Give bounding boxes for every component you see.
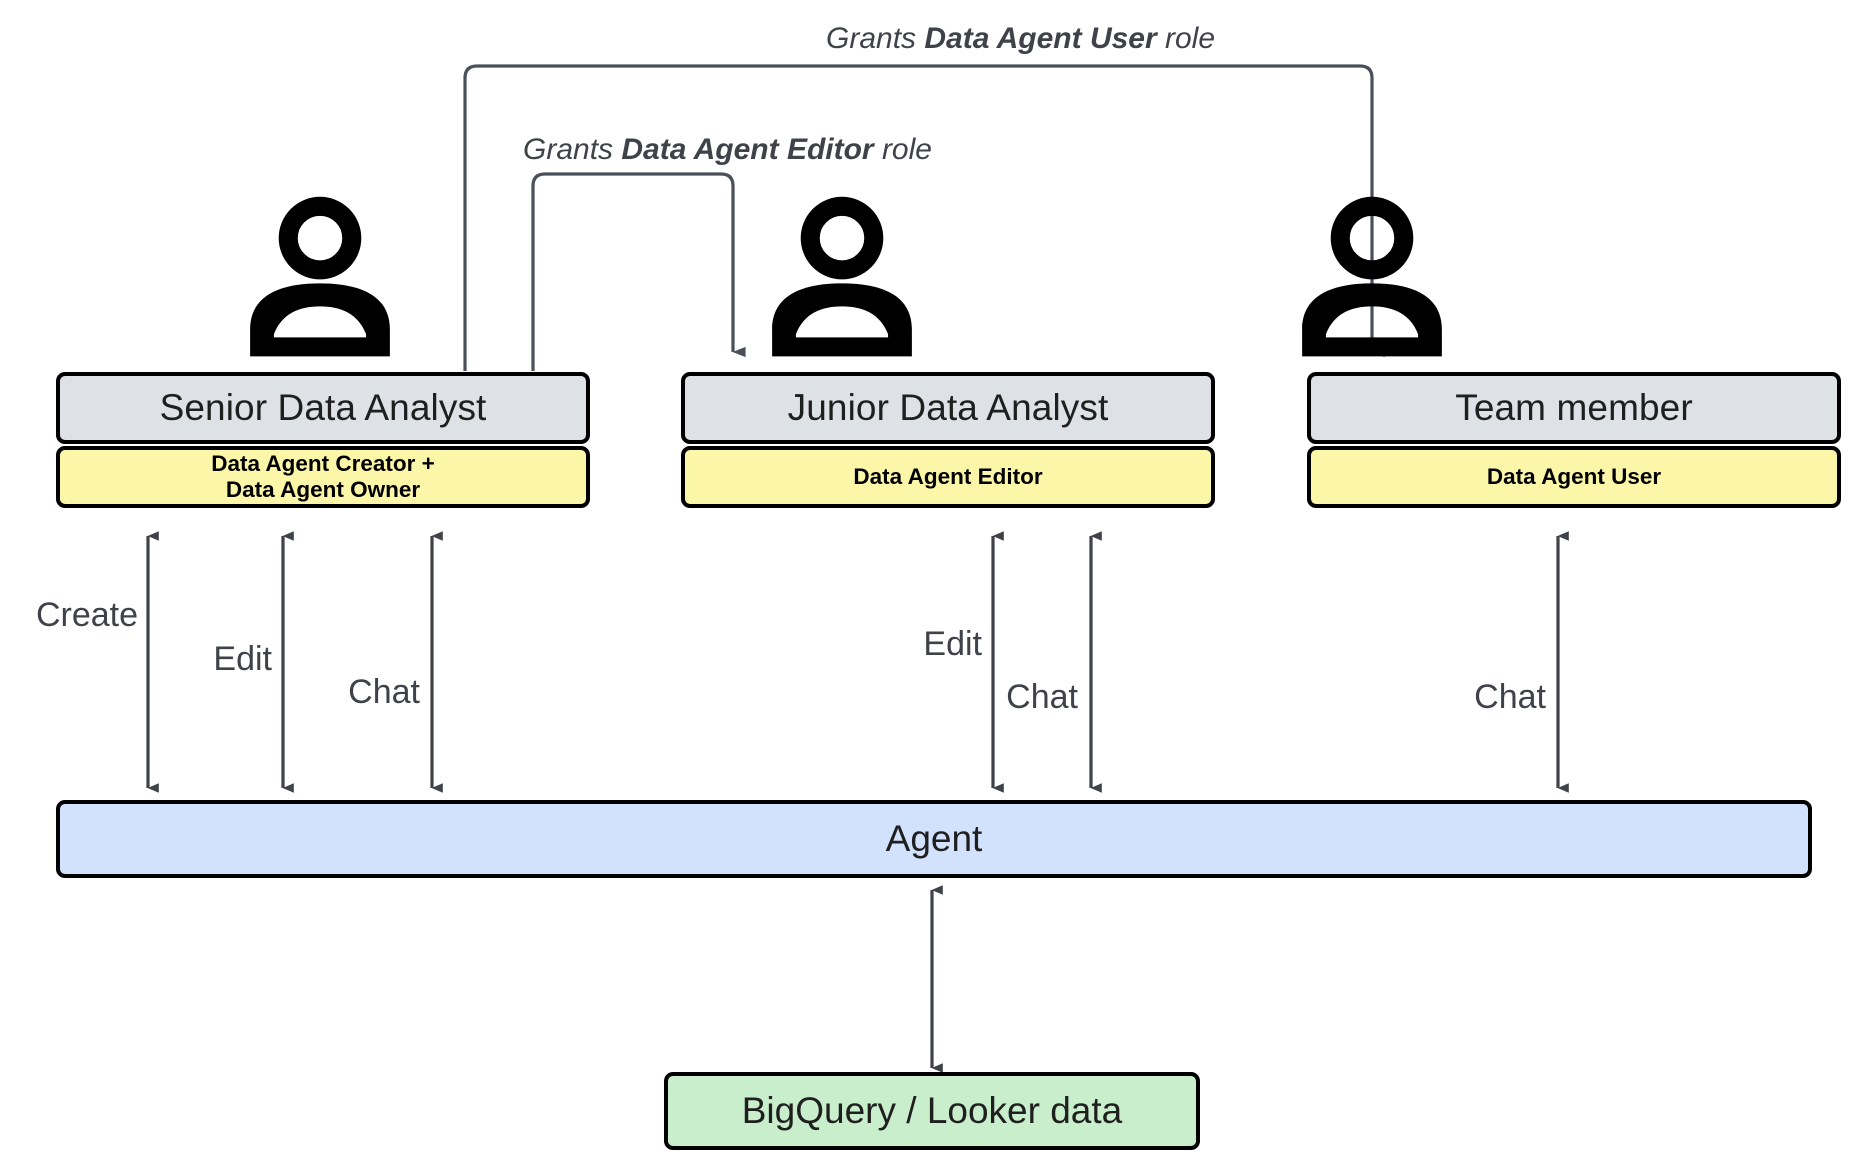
data-source-label: BigQuery / Looker data (741, 1090, 1123, 1131)
grant-user-suffix: role (1156, 22, 1216, 55)
grant-editor-label: Grants Data Agent Editor role (523, 133, 932, 167)
persona-junior-data-analyst[interactable]: Junior Data Analyst Data Agent Editor (681, 372, 1215, 508)
person-icon (762, 196, 922, 358)
data-source-node[interactable]: BigQuery / Looker data (664, 1072, 1200, 1150)
action-label-chat: Chat (1006, 678, 1078, 716)
persona-role-line: Data Agent User (1486, 463, 1662, 489)
agent-node[interactable]: Agent (56, 800, 1812, 878)
action-label-chat: Chat (348, 673, 420, 711)
grant-editor-connector (531, 172, 746, 371)
persona-role-line: Data Agent Owner (225, 477, 421, 502)
action-label-create: Create (35, 596, 138, 634)
grant-editor-suffix: role (873, 133, 932, 166)
action-label-edit: Edit (213, 640, 272, 678)
persona-title: Senior Data Analyst (56, 372, 590, 444)
grant-editor-prefix: Grants (523, 133, 622, 166)
persona-team-member[interactable]: Team member Data Agent User (1307, 372, 1841, 508)
action-label-chat: Chat (1474, 678, 1546, 716)
persona-role-line: Data Agent Editor (853, 463, 1043, 489)
persona-role-badge: Data Agent Creator + Data Agent Owner (56, 446, 590, 508)
person-icon (240, 196, 400, 358)
grant-editor-role: Data Agent Editor (621, 133, 874, 166)
grant-user-label: Grants Data Agent User role (826, 22, 1215, 56)
persona-senior-data-analyst[interactable]: Senior Data Analyst Data Agent Creator +… (56, 372, 590, 508)
agent-label: Agent (885, 818, 983, 859)
action-label-edit: Edit (923, 625, 982, 663)
grant-user-prefix: Grants (826, 22, 925, 55)
persona-title: Team member (1307, 372, 1841, 444)
persona-role-badge: Data Agent User (1307, 446, 1841, 508)
grant-user-role: Data Agent User (924, 22, 1157, 55)
persona-role-badge: Data Agent Editor (681, 446, 1215, 508)
person-icon (1292, 196, 1452, 358)
persona-role-line: Data Agent Creator + (211, 450, 435, 476)
persona-title: Junior Data Analyst (681, 372, 1215, 444)
